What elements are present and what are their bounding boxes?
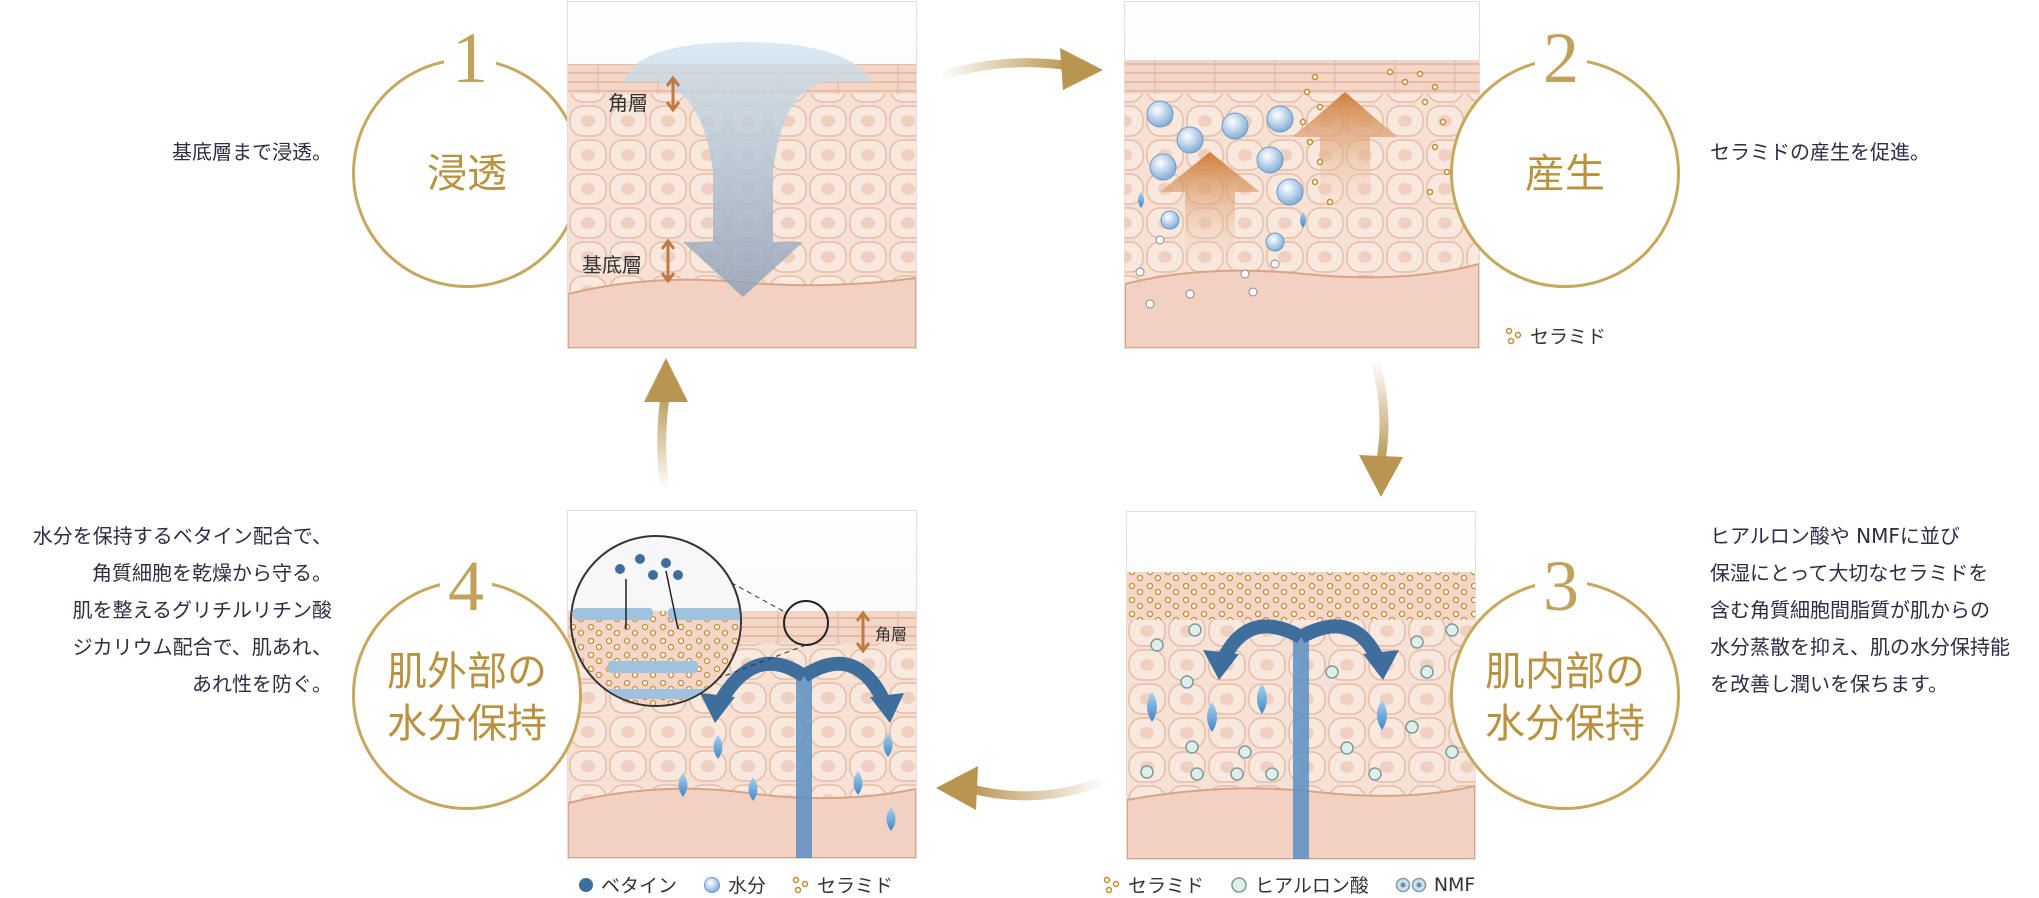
hyaluronic-acid-icon	[1231, 876, 1247, 893]
ceramide-icon	[1299, 68, 1451, 206]
step2-circle: 産生	[1450, 58, 1680, 288]
water-icon	[704, 876, 721, 893]
nmf-icon	[1395, 877, 1427, 892]
step2-number: 2	[1535, 22, 1587, 94]
panel-inner-moisture	[1126, 511, 1476, 860]
legend-item-ceramide: セラミド	[1103, 871, 1204, 898]
step4-description: 水分を保持するベタイン配合で、 角質細胞を乾燥から守る。 肌を整えるグリチルリチ…	[0, 518, 332, 703]
panel-outer-moisture-illustration	[568, 511, 916, 858]
arrow-icon-step3-to-4	[936, 766, 1111, 810]
step3-title-line: 肌内部の	[1485, 649, 1645, 695]
legend-label: 水分	[728, 875, 767, 897]
step1-circle: 浸透	[352, 58, 582, 288]
arrow-icon-step4-to-1	[644, 358, 688, 495]
step2-title-line: 産生	[1525, 151, 1605, 197]
step3-description-line: 含む角質細胞間脂質が肌からの	[1710, 598, 1990, 622]
legend-item-hyaluronic-acid: ヒアルロン酸	[1230, 871, 1369, 898]
step2-description: セラミドの産生を促進。	[1710, 134, 2010, 171]
step4-circle: 肌外部の 水分保持	[352, 580, 582, 810]
ceramide-icon	[1103, 876, 1120, 893]
legend-item-ceramide: セラミド	[1505, 322, 1606, 349]
basal-layer-label: 基底層	[582, 253, 642, 277]
legend-label: NMF	[1433, 873, 1476, 896]
step3-description-line: を改善し潤いを保ちます。	[1710, 672, 1948, 696]
step1-description: 基底層まで浸透。	[80, 134, 332, 171]
legend-panel3: セラミド ヒアルロン酸 NMF	[1103, 871, 1493, 898]
step4-description-line: ジカリウム配合で、肌あれ、	[72, 635, 332, 659]
step2-description-line: セラミドの産生を促進。	[1710, 140, 1930, 164]
legend-label: ベタイン	[601, 875, 678, 897]
step4-description-line: あれ性を防ぐ。	[192, 672, 332, 696]
step1-title-line: 浸透	[427, 151, 507, 197]
step3-title-line: 水分保持	[1485, 701, 1645, 747]
panel-outer-moisture: 角層	[567, 510, 917, 859]
legend-label: セラミド	[1530, 326, 1607, 348]
step4-description-line: 水分を保持するベタイン配合で、	[32, 524, 332, 548]
step4-title-line: 水分保持	[387, 701, 547, 747]
legend-panel4: ベタイン 水分 セラミド	[578, 871, 911, 898]
step3-number: 3	[1535, 550, 1587, 622]
step4-number: 4	[440, 550, 492, 622]
stratum-corneum-label: 角層	[608, 91, 648, 115]
legend-label: セラミド	[1128, 875, 1205, 897]
panel-production	[1124, 1, 1480, 349]
arrow-icon-step2-to-3	[1359, 355, 1403, 497]
panel-penetration-illustration	[568, 2, 916, 348]
step4-description-line: 肌を整えるグリチルリチン酸	[72, 598, 332, 622]
panel-inner-moisture-illustration	[1127, 512, 1475, 859]
step4-title-line: 肌外部の	[387, 649, 547, 695]
arrow-icon-step1-to-2	[935, 48, 1103, 90]
legend-item-water: 水分	[703, 871, 766, 898]
step1-number: 1	[444, 22, 496, 94]
stratum-corneum-small-label: 角層	[875, 625, 908, 644]
legend-item-ceramide: セラミド	[792, 871, 893, 898]
step3-description: ヒアルロン酸や NMFに並び 保湿にとって大切なセラミドを 含む角質細胞間脂質が…	[1710, 518, 2030, 703]
step3-description-line: 保湿にとって大切なセラミドを	[1710, 561, 1989, 585]
step4-description-line: 角質細胞を乾燥から守る。	[92, 561, 332, 585]
hyaluronic-acid-icon	[1146, 100, 1304, 252]
step1-description-line: 基底層まで浸透。	[172, 140, 332, 164]
legend-item-nmf: NMF	[1395, 873, 1476, 896]
panel-production-illustration	[1125, 2, 1479, 348]
step2-title: 産生	[1453, 148, 1677, 200]
step3-description-line: ヒアルロン酸や NMFに並び	[1710, 524, 1960, 548]
hyaluronic-acid-icon	[1140, 623, 1459, 781]
step1-title: 浸透	[355, 148, 579, 200]
step3-description-line: 水分蒸散を抑え、肌の水分保持能	[1710, 635, 2010, 659]
ceramide-icon	[1505, 327, 1522, 344]
panel-penetration: 角層 基底層	[567, 1, 917, 349]
betaine-icon	[615, 554, 683, 580]
step4-title: 肌外部の 水分保持	[355, 646, 579, 750]
ceramide-icon	[792, 876, 809, 893]
legend-panel2: セラミド	[1505, 322, 1624, 349]
betaine-icon	[579, 877, 593, 892]
step3-title: 肌内部の 水分保持	[1453, 646, 1677, 750]
legend-label: ヒアルロン酸	[1255, 875, 1369, 897]
legend-item-betaine: ベタイン	[578, 871, 677, 898]
legend-label: セラミド	[817, 875, 894, 897]
